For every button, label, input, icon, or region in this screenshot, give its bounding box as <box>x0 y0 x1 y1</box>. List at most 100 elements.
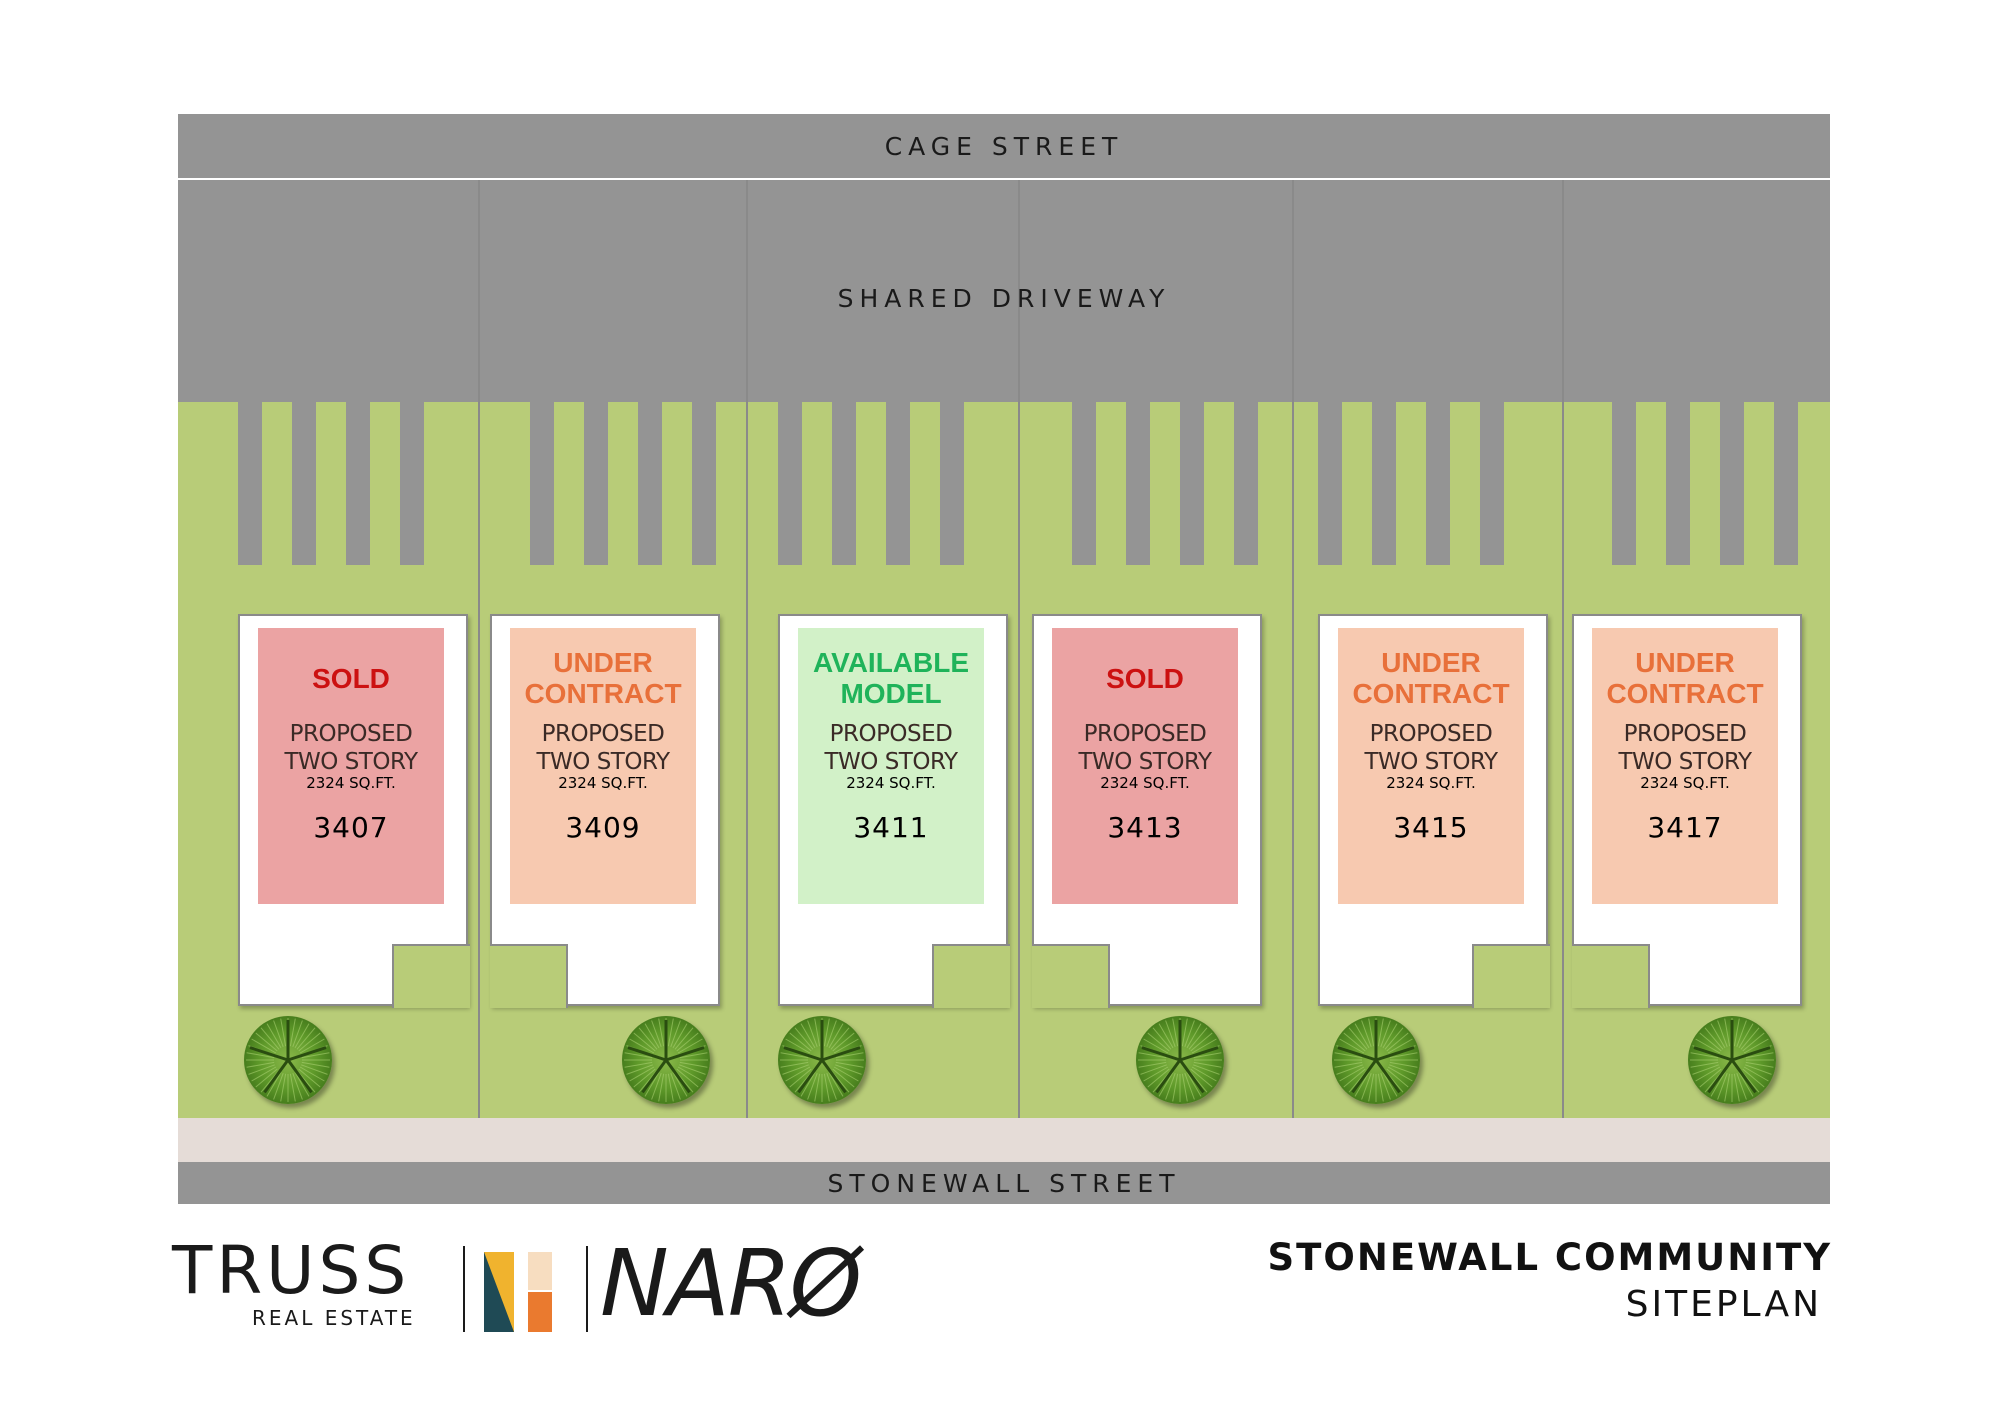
lot-divider <box>1018 180 1020 1118</box>
parking-stall <box>1126 402 1150 565</box>
cage-street: CAGE STREET <box>178 114 1830 178</box>
parking-stall <box>1426 402 1450 565</box>
page-subtitle: SITEPLAN <box>1625 1284 1822 1325</box>
tree-icon <box>622 1016 710 1104</box>
parking-stall <box>886 402 910 565</box>
lot-sqft: 2324 SQ.FT. <box>1386 774 1476 792</box>
lot-sqft: 2324 SQ.FT. <box>1640 774 1730 792</box>
lot-notch <box>490 944 568 1008</box>
parking-stall <box>530 402 554 565</box>
parking-stall <box>1072 402 1096 565</box>
lot-status-line: UNDER <box>1381 647 1481 678</box>
parking-stall <box>1318 402 1342 565</box>
tree-icon <box>244 1016 332 1104</box>
tree-icon <box>1688 1016 1776 1104</box>
parking-stall <box>832 402 856 565</box>
sidewalk <box>178 1118 1830 1162</box>
tree-icon <box>1136 1016 1224 1104</box>
parking-stall <box>346 402 370 565</box>
parking-stall <box>1234 402 1258 565</box>
lot-status-line: CONTRACT <box>1352 678 1510 709</box>
lot-notch <box>1472 944 1550 1008</box>
lot-notch <box>1572 944 1650 1008</box>
parking-stall <box>1720 402 1744 565</box>
lot-sqft: 2324 SQ.FT. <box>558 774 648 792</box>
tree-icon <box>778 1016 866 1104</box>
lot-number: 3409 <box>565 811 641 844</box>
lot-status-line: AVAILABLE <box>812 647 970 678</box>
shared-driveway <box>178 180 1830 402</box>
lot-status-line: UNDER <box>1635 647 1735 678</box>
lot-number: 3411 <box>853 811 929 844</box>
page-title: STONEWALL COMMUNITY <box>1267 1236 1832 1279</box>
lot-status-line: SOLD <box>312 662 390 694</box>
lot-sqft: 2324 SQ.FT. <box>846 774 936 792</box>
tree-icon <box>1332 1016 1420 1104</box>
lot-desc-line2: TWO STORY <box>824 749 958 775</box>
parking-stall <box>238 402 262 565</box>
lot-number: 3415 <box>1393 811 1469 844</box>
lot-desc-line1: PROPOSED <box>289 721 413 747</box>
lot-number: 3413 <box>1107 811 1183 844</box>
parking-stall <box>638 402 662 565</box>
lot-number: 3407 <box>313 811 389 844</box>
lot-status-line: CONTRACT <box>524 678 682 709</box>
lot-sqft: 2324 SQ.FT. <box>1100 774 1190 792</box>
lot-desc-line1: PROPOSED <box>1369 721 1493 747</box>
parking-stall <box>940 402 964 565</box>
naro-logo-text: NARØ <box>600 1230 862 1337</box>
logo-divider-2 <box>586 1246 588 1332</box>
lot-notch <box>932 944 1010 1008</box>
parking-stall <box>1372 402 1396 565</box>
parking-stall <box>292 402 316 565</box>
parking-stall <box>1180 402 1204 565</box>
parking-stall <box>778 402 802 565</box>
truss-logo-text: TRUSS <box>172 1232 411 1309</box>
lot-divider <box>1292 180 1294 1118</box>
lot-status-label: SOLD <box>1106 646 1184 710</box>
lot-divider <box>1562 180 1564 1118</box>
parking-stall <box>584 402 608 565</box>
lot-status-line: CONTRACT <box>1606 678 1764 709</box>
lot-desc-line1: PROPOSED <box>1083 721 1207 747</box>
lot-divider <box>746 180 748 1118</box>
lot-desc-line1: PROPOSED <box>541 721 665 747</box>
logo-divider-1 <box>463 1246 465 1332</box>
cage-street-label: CAGE STREET <box>884 131 1124 161</box>
lot-status-label: SOLD <box>312 646 390 710</box>
lot-desc-line1: PROPOSED <box>1623 721 1747 747</box>
lot-status-line: UNDER <box>553 647 653 678</box>
lot-number: 3417 <box>1647 811 1723 844</box>
parking-stall <box>1666 402 1690 565</box>
stonewall-street-label: STONEWALL STREET <box>827 1168 1181 1198</box>
parking-stall <box>1480 402 1504 565</box>
lot-notch <box>392 944 470 1008</box>
parking-stall <box>692 402 716 565</box>
lot-desc-line2: TWO STORY <box>284 749 418 775</box>
lot-desc-line2: TWO STORY <box>536 749 670 775</box>
lot-desc-line2: TWO STORY <box>1078 749 1212 775</box>
lot-desc-line2: TWO STORY <box>1364 749 1498 775</box>
lot-desc-line2: TWO STORY <box>1618 749 1752 775</box>
lot-divider <box>478 180 480 1118</box>
naro-mark-icon <box>484 1252 568 1332</box>
parking-stall <box>1612 402 1636 565</box>
lot-status-line: MODEL <box>840 678 942 709</box>
stonewall-street: STONEWALL STREET <box>178 1162 1830 1204</box>
lot-sqft: 2324 SQ.FT. <box>306 774 396 792</box>
